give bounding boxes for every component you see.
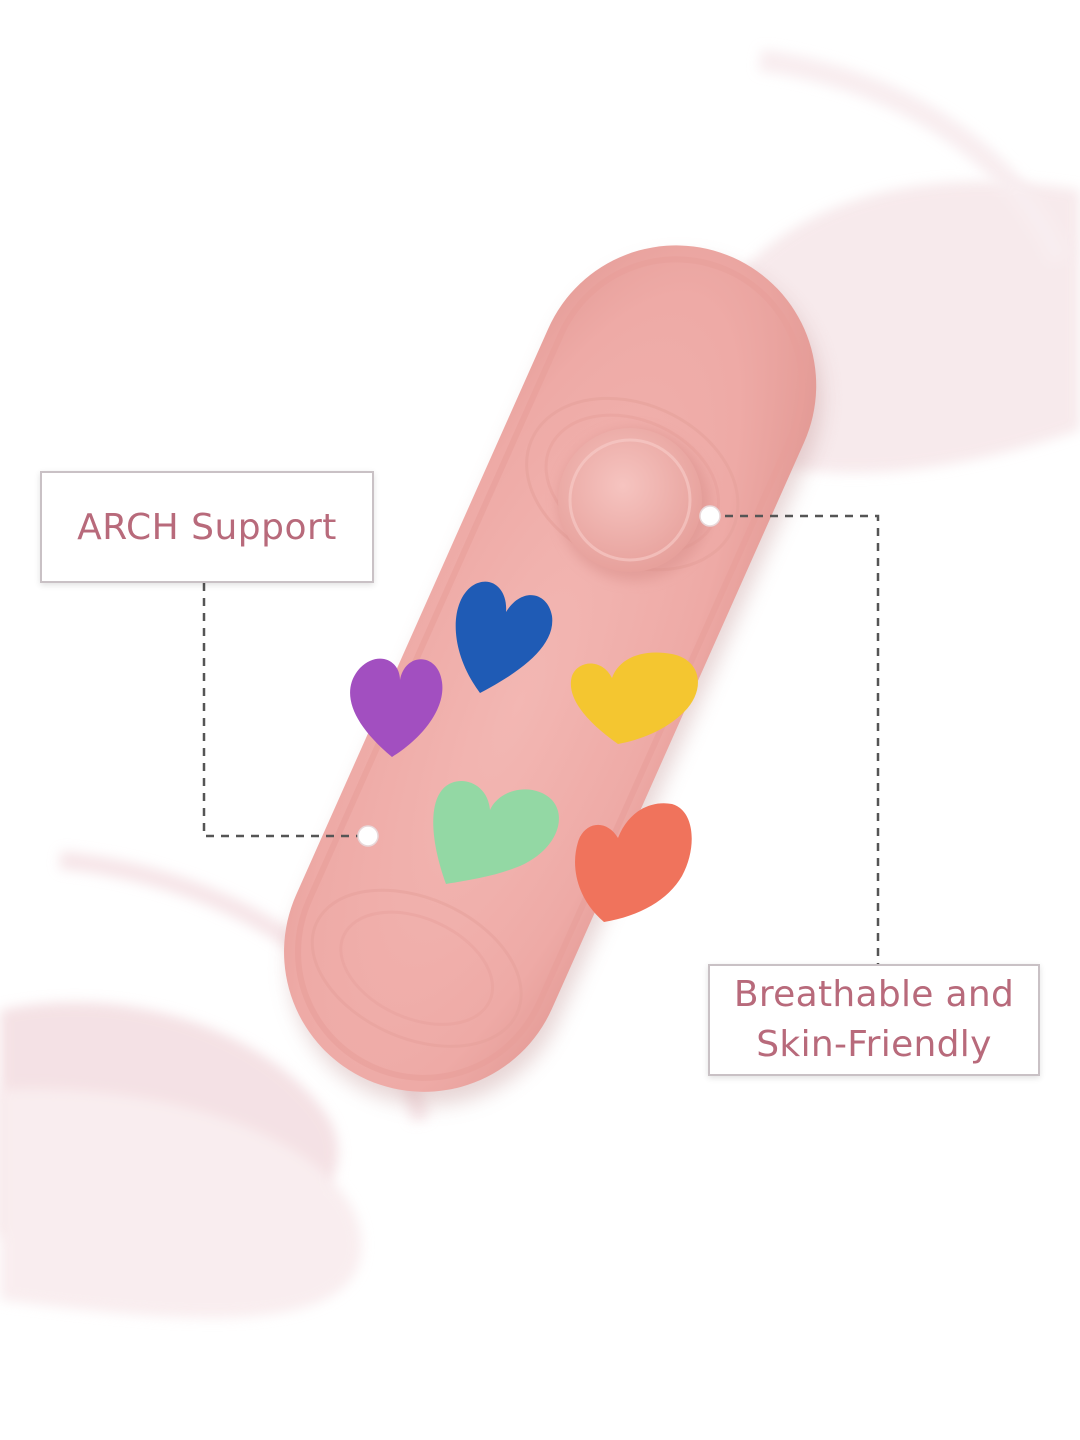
arch-support-label: ARCH Support — [77, 506, 337, 548]
cushion-connector-line — [710, 514, 880, 964]
connector-lines — [202, 514, 880, 964]
breathable-label-line2: Skin-Friendly — [756, 1024, 992, 1065]
yellow-heart-icon — [570, 652, 698, 744]
blue-heart-icon — [455, 581, 553, 693]
arch-support-callout: ARCH Support — [40, 471, 374, 583]
breathable-callout: Breathable and Skin-Friendly — [708, 964, 1040, 1076]
arch-connector-line — [202, 583, 366, 838]
cushion-pad — [558, 428, 710, 581]
breathable-label-line1: Breathable and — [733, 974, 1015, 1015]
purple-heart-icon — [350, 658, 443, 757]
cushion-marker-dot-icon — [699, 505, 721, 527]
arch-marker-dot-icon — [357, 825, 379, 847]
green-heart-icon — [433, 780, 559, 884]
orange-heart-icon — [575, 803, 692, 922]
